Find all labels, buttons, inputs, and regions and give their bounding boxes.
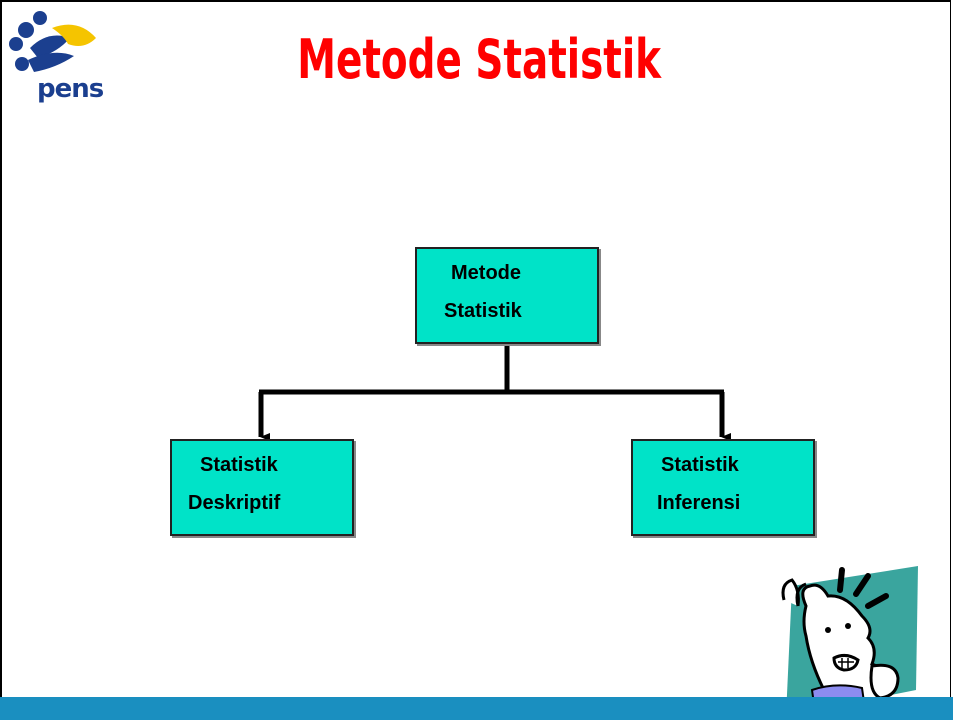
node-statistik-deskriptif: Statistik Deskriptif <box>170 439 354 536</box>
logo-text: pens <box>37 74 104 104</box>
surprised-cartoon-image <box>776 566 920 716</box>
node-left-line1: Statistik <box>200 454 278 476</box>
node-left-line2: Deskriptif <box>188 492 281 514</box>
pens-logo: pens <box>8 8 104 104</box>
node-root-line2: Statistik <box>444 300 522 322</box>
bottom-bar <box>0 697 953 720</box>
node-metode-statistik: Metode Statistik <box>415 247 599 344</box>
node-root-line1: Metode <box>451 262 521 284</box>
page-title: Metode Statistik <box>297 28 662 91</box>
pens-logo-graphic <box>9 11 96 72</box>
node-statistik-inferensi: Statistik Inferensi <box>631 439 815 536</box>
node-right-line1: Statistik <box>661 454 739 476</box>
node-right-line2: Inferensi <box>657 492 741 514</box>
